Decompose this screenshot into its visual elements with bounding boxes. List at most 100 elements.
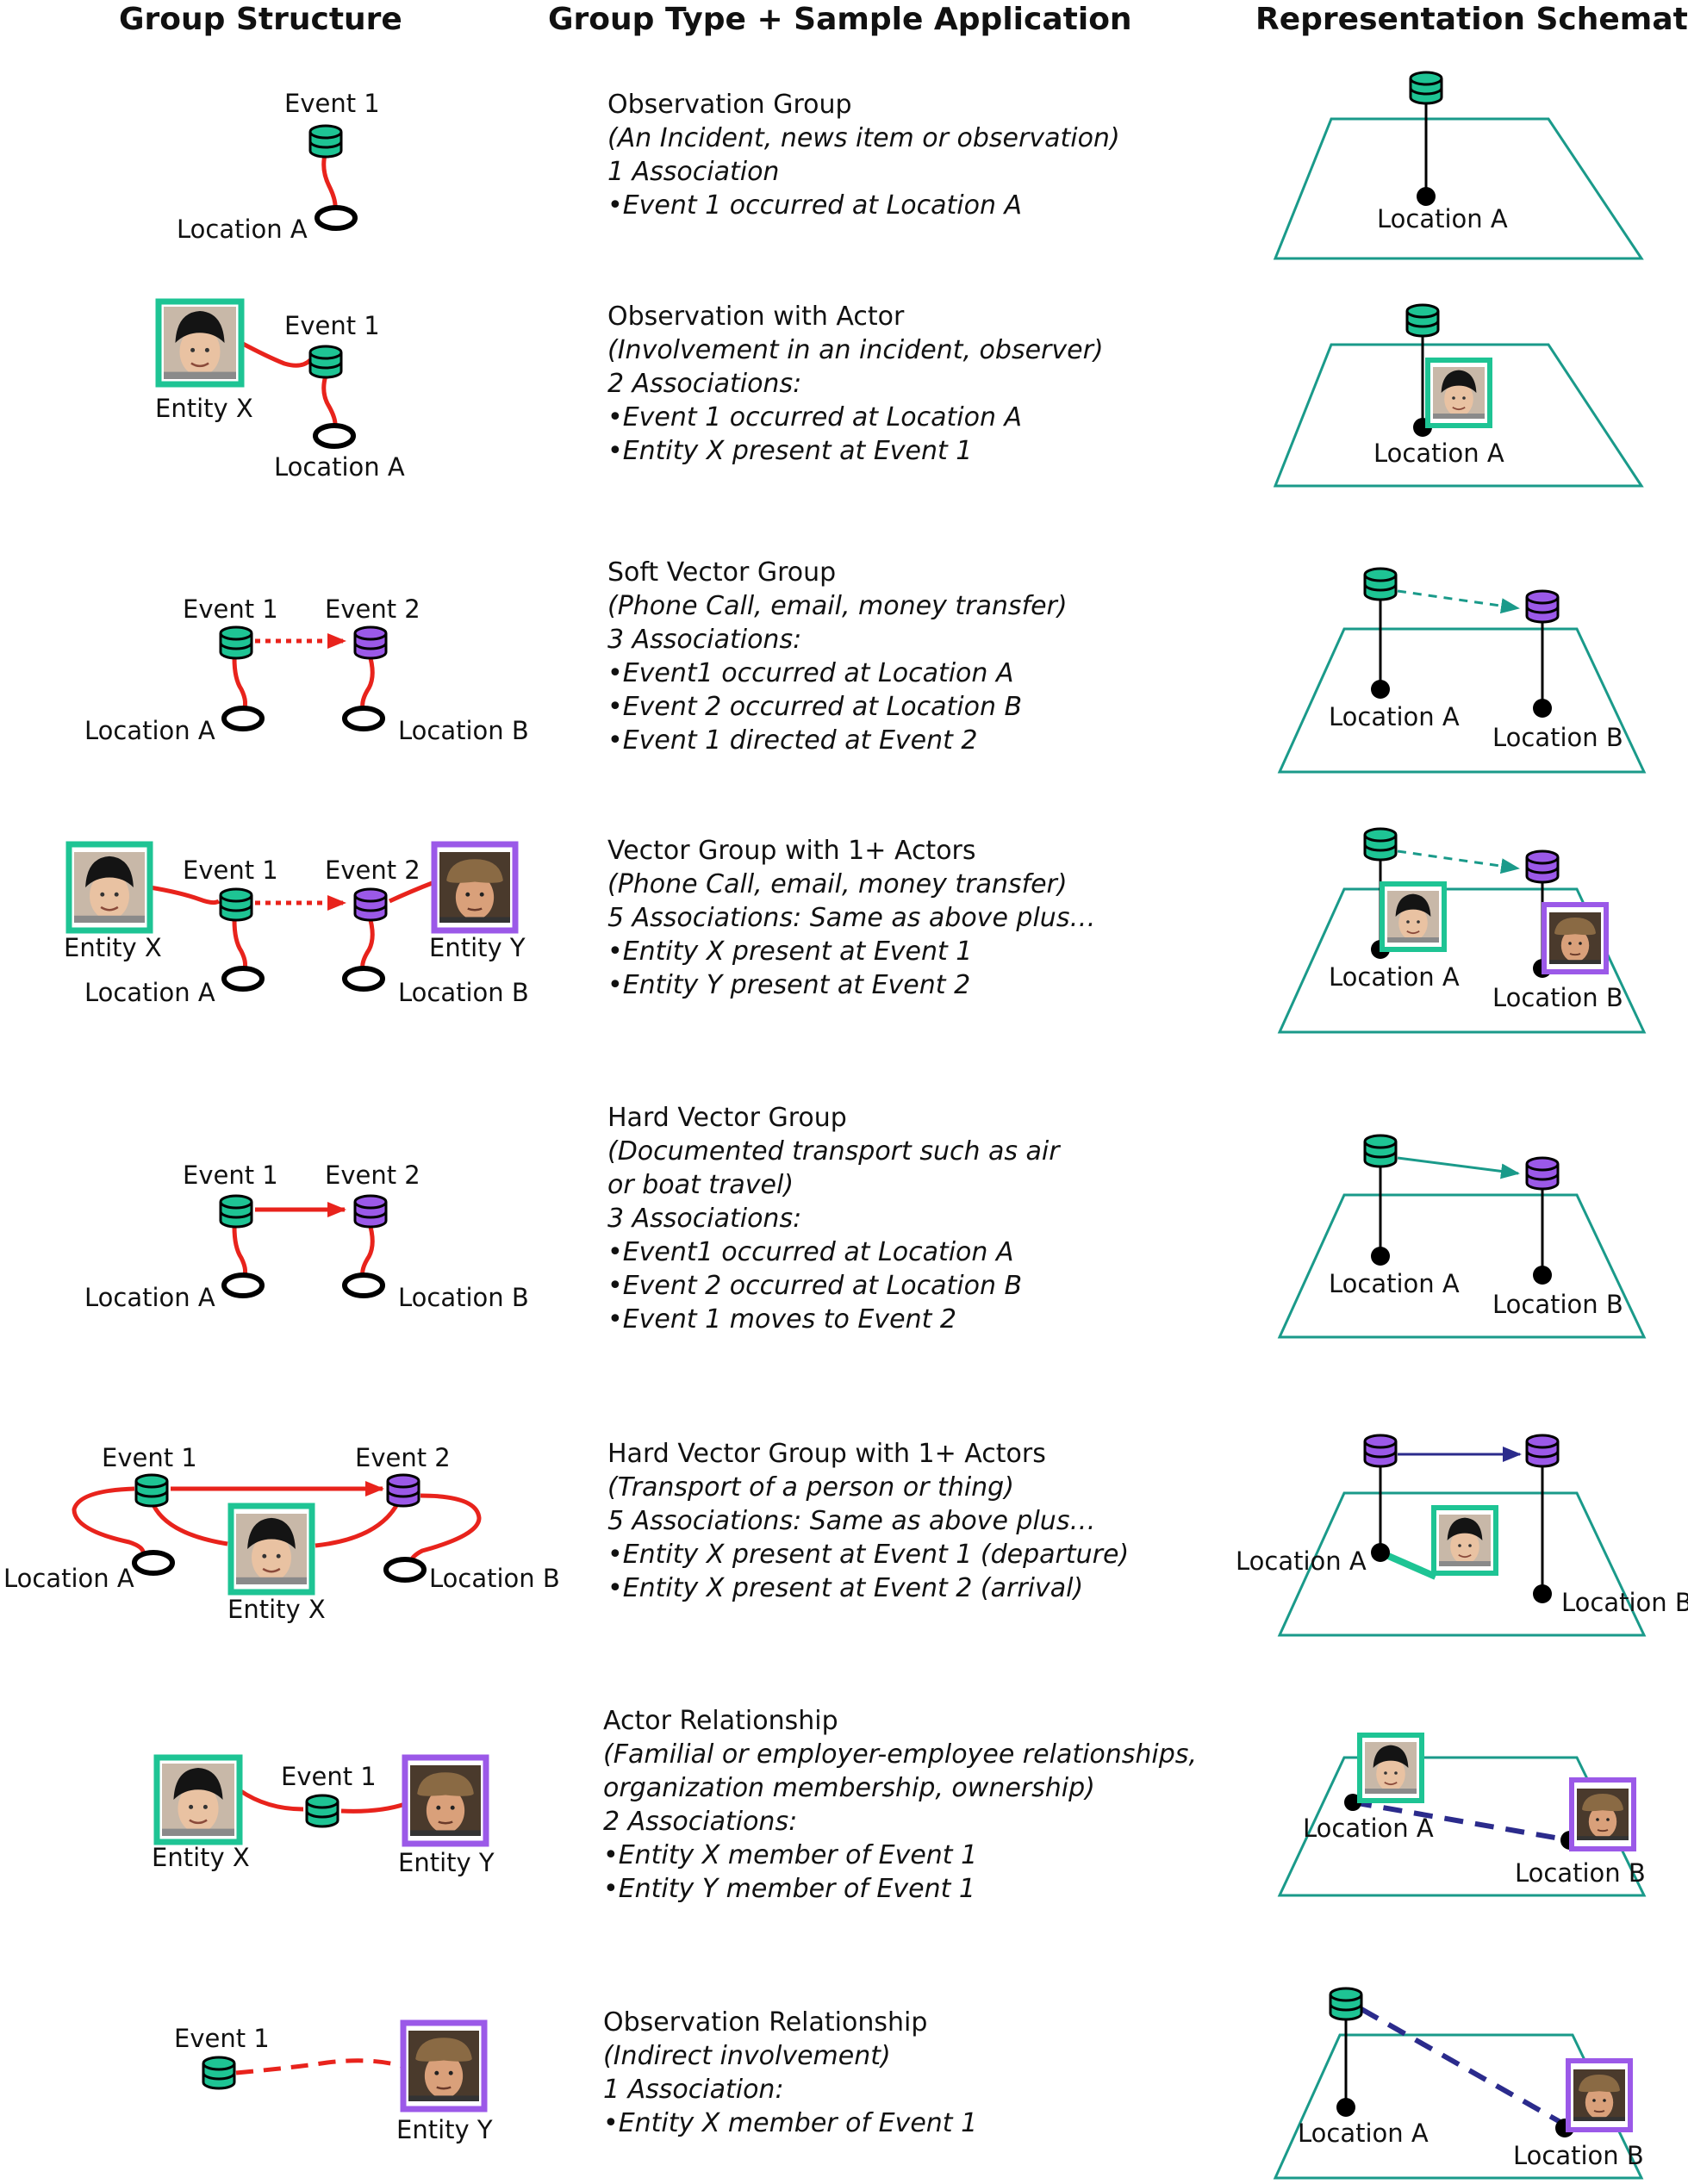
event-label: Event 1	[174, 2024, 270, 2053]
row-3-structure: Event 1 Event 2 Location A Location B	[84, 594, 529, 745]
location-label: Location A	[1329, 702, 1460, 731]
location-label: Location B	[1515, 1858, 1646, 1888]
entity-frame	[431, 841, 519, 934]
event-label: Event 2	[325, 856, 420, 885]
event-label: Event 1	[284, 311, 380, 340]
entity-label: Entity X	[152, 1843, 250, 1872]
association-line	[72, 1486, 146, 1555]
event-cylinder-icon	[219, 887, 253, 922]
location-label: Location A	[1329, 1269, 1460, 1298]
row-line: (An Incident, news item or observation)	[607, 123, 1120, 153]
row-line: 2 Associations:	[603, 1807, 798, 1837]
row-line: •Event 2 occurred at Location B	[607, 692, 1023, 722]
row-line: (Phone Call, email, money transfer)	[607, 869, 1068, 899]
location-point	[1371, 1543, 1390, 1562]
event-cylinder-icon	[1363, 1434, 1398, 1468]
association-line	[232, 657, 248, 713]
entity-frame	[155, 298, 245, 388]
row-line: •Entity X present at Event 2 (arrival)	[607, 1573, 1084, 1603]
entity-photo-icon	[1439, 1514, 1491, 1567]
location-label: Location A	[177, 215, 308, 244]
map-plane	[1277, 887, 1647, 1034]
location-ring-icon	[221, 706, 265, 731]
row-title: Hard Vector Group	[607, 1103, 847, 1133]
location-label: Location B	[1561, 1588, 1688, 1617]
event-cylinder-icon	[308, 124, 343, 159]
map-plane	[1277, 1756, 1647, 1897]
row-8-schematic: Location A Location B	[1273, 1987, 1644, 2180]
row-line: organization membership, ownership)	[603, 1773, 1095, 1803]
row-line: or boat travel)	[607, 1170, 794, 1200]
map-plane	[1277, 627, 1647, 774]
location-label: Location A	[1329, 962, 1460, 992]
location-ring-icon	[221, 966, 265, 992]
row-2-description: Observation with Actor (Involvement in a…	[607, 300, 1211, 468]
row-line: •Entity Y present at Event 2	[607, 970, 971, 1000]
location-label: Location B	[1492, 1290, 1623, 1319]
entity-photo-icon	[439, 850, 510, 924]
event-label: Event 1	[281, 1762, 377, 1791]
row-title: Actor Relationship	[603, 1706, 838, 1736]
location-label: Location A	[3, 1564, 134, 1593]
map-plane	[1273, 117, 1644, 260]
row-1-description: Observation Group (An Incident, news ite…	[607, 88, 1211, 222]
association-line	[321, 375, 338, 432]
entity-label: Entity X	[227, 1595, 326, 1624]
location-label: Location B	[1513, 2141, 1644, 2170]
row-3-description: Soft Vector Group (Phone Call, email, mo…	[607, 556, 1211, 757]
association-line	[149, 1500, 228, 1546]
observation-relationship-line	[235, 2058, 402, 2075]
entity-photo-icon	[1365, 1741, 1417, 1795]
row-7-structure: Event 1 Entity X Entity Y	[152, 1754, 495, 1877]
event-label: Event 1	[183, 594, 278, 624]
row-line: •Entity X present at Event 1 (departure)	[607, 1540, 1130, 1570]
location-label: Location A	[274, 452, 405, 482]
event-label: Event 2	[325, 1160, 420, 1190]
event-cylinder-icon	[1329, 1987, 1363, 2021]
event-cylinder-icon	[1525, 1434, 1560, 1468]
location-ring-icon	[342, 966, 385, 992]
row-1-schematic: Location A	[1273, 71, 1644, 260]
entity-photo-icon	[162, 1763, 234, 1837]
map-plane	[1277, 1491, 1647, 1637]
association-line	[360, 657, 375, 712]
row-line: (Familial or employer-employee relations…	[603, 1739, 1197, 1770]
location-ring-icon	[342, 706, 385, 731]
map-plane	[1273, 343, 1644, 488]
row-line: 1 Association:	[603, 2075, 784, 2105]
row-title: Soft Vector Group	[607, 557, 837, 588]
row-line: •Event1 occurred at Location A	[607, 1237, 1014, 1267]
event-cylinder-icon	[353, 1194, 388, 1229]
entity-photo-icon	[164, 307, 236, 379]
soft-vector-arrow	[1397, 849, 1520, 874]
entity-photo-icon	[1433, 366, 1485, 420]
event-cylinder-icon	[1363, 827, 1398, 862]
row-line: (Involvement in an incident, observer)	[607, 335, 1104, 365]
row-line: •Event 1 occurred at Location A	[607, 402, 1023, 432]
location-label: Location A	[1303, 1814, 1434, 1843]
row-line: 5 Associations: Same as above plus…	[607, 1506, 1096, 1536]
entity-label: Entity Y	[396, 2115, 493, 2144]
entity-photo-icon	[1577, 1787, 1629, 1842]
location-label: Location A	[1236, 1546, 1367, 1576]
association-line	[388, 880, 435, 904]
location-label: Location B	[398, 1283, 529, 1312]
entity-frame	[65, 841, 153, 934]
location-label: Location B	[398, 716, 529, 745]
row-line: •Entity X present at Event 1	[607, 936, 973, 967]
event-cylinder-icon	[353, 625, 388, 660]
row-line: •Event 1 directed at Event 2	[607, 725, 978, 756]
association-line	[240, 340, 312, 368]
row-line: •Event 2 occurred at Location B	[607, 1271, 1023, 1301]
row-8-description: Observation Relationship (Indirect invol…	[603, 2006, 1206, 2140]
location-label: Location A	[1373, 439, 1504, 468]
row-line: •Entity X member of Event 1	[603, 1840, 978, 1870]
row-line: 5 Associations: Same as above plus…	[607, 903, 1096, 933]
location-label: Location A	[84, 716, 215, 745]
association-line	[360, 919, 375, 974]
row-4-schematic: Location A Location B	[1277, 827, 1647, 1034]
header-representation-schematic: Representation Schematic	[1255, 2, 1688, 37]
location-ring-icon	[342, 1272, 385, 1298]
event-label: Event 2	[325, 594, 420, 624]
